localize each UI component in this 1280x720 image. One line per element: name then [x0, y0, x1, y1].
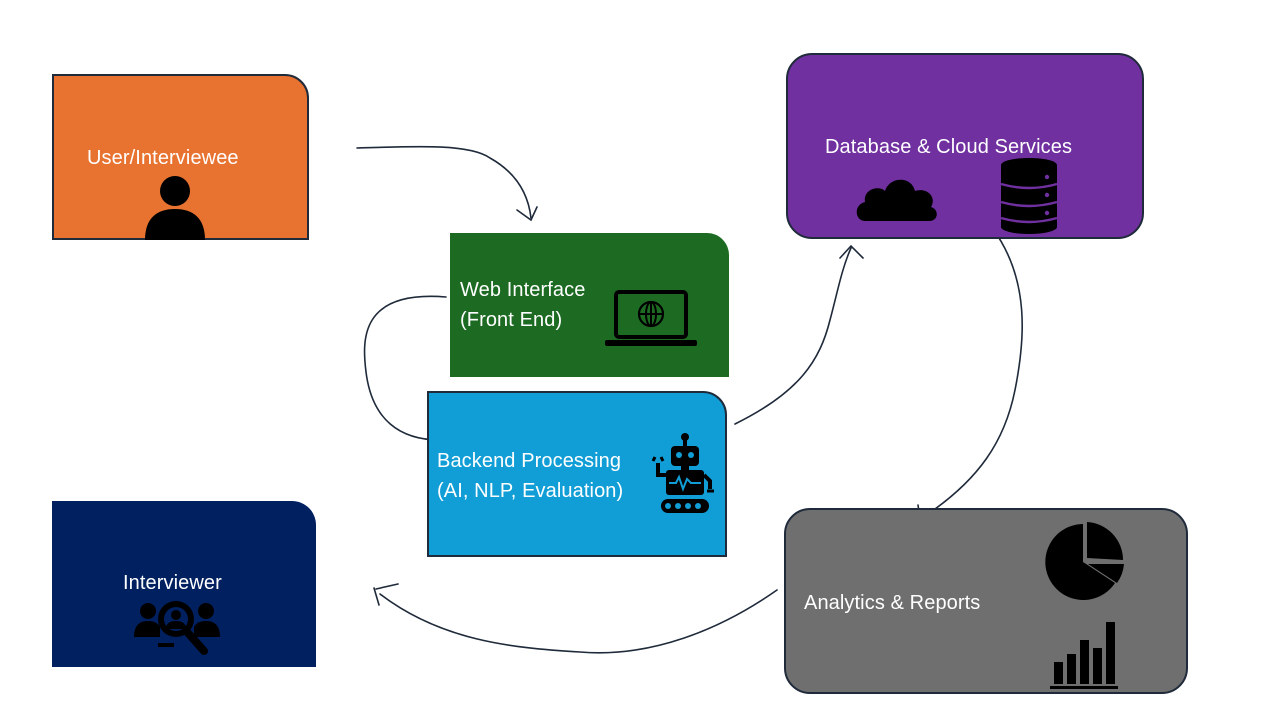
user-interviewee-label: User/Interviewee [87, 147, 239, 169]
backend-processing-node: Backend Processing (AI, NLP, Evaluation) [427, 391, 727, 557]
user-interviewee-node: User/Interviewee [52, 74, 309, 240]
analytics-reports-label: Analytics & Reports [804, 592, 981, 614]
analytics-reports-node: Analytics & Reports [784, 508, 1188, 694]
bar-chart-icon [1050, 622, 1118, 689]
people-search-icon [134, 601, 220, 655]
web-interface-node: Web Interface (Front End) [450, 233, 729, 377]
arrow-database-to-analytics [917, 228, 1023, 520]
database-cloud-label: Database & Cloud Services [825, 136, 1073, 158]
interviewer-node: Interviewer [52, 501, 316, 667]
arrow-backend-to-database [734, 244, 864, 425]
cloud-icon [856, 179, 937, 221]
backend-processing-label-line1: Backend Processing [437, 450, 622, 472]
backend-processing-label-line2: (AI, NLP, Evaluation) [437, 480, 624, 502]
web-interface-label-line2: (Front End) [460, 309, 563, 331]
arrow-user-to-web [356, 145, 538, 222]
interviewer-label: Interviewer [123, 572, 222, 594]
database-icon [1000, 158, 1058, 234]
person-icon [145, 176, 205, 240]
robot-icon [651, 433, 714, 513]
web-interface-label-line1: Web Interface [460, 279, 586, 301]
pie-chart-icon [1045, 522, 1124, 600]
arrow-analytics-to-interviewer [373, 583, 778, 654]
database-cloud-node: Database & Cloud Services [786, 53, 1144, 239]
laptop-globe-icon [605, 290, 697, 346]
